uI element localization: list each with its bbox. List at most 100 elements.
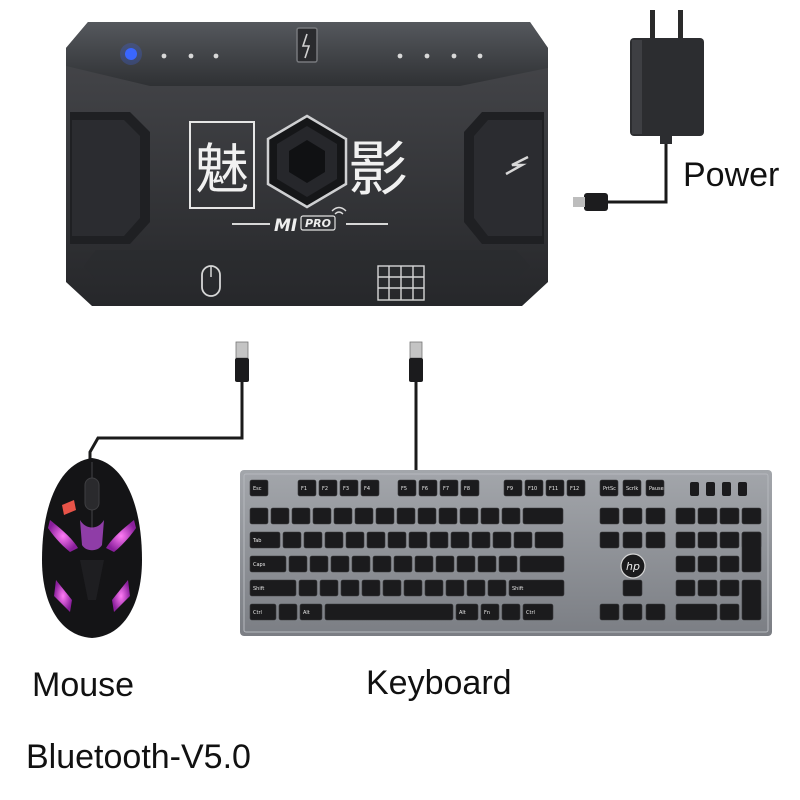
keycap <box>697 579 718 597</box>
keycap <box>249 531 281 549</box>
keycap-label: Caps <box>253 562 266 568</box>
mouse-cable <box>88 341 249 472</box>
keycap <box>697 507 718 525</box>
keycap <box>450 531 470 549</box>
converter-device: 魅 影 MI PRO <box>66 22 548 306</box>
keycap-label: Esc <box>253 486 262 492</box>
keycap <box>372 555 392 573</box>
keycap-label: F1 <box>301 486 307 492</box>
keycap-label: Ctrl <box>253 610 262 616</box>
keycap <box>417 507 437 525</box>
keycap <box>471 531 491 549</box>
keycap <box>291 507 311 525</box>
keycap <box>675 531 696 549</box>
keycap-label: F11 <box>549 486 558 492</box>
keycap-label: Alt <box>303 610 310 616</box>
keycap <box>438 507 458 525</box>
keycap-label: Shift <box>512 586 523 592</box>
keycap <box>675 507 696 525</box>
power-label: Power <box>683 156 780 194</box>
keycap <box>719 507 740 525</box>
hp-logo: hp <box>620 553 646 579</box>
keycap <box>622 479 642 497</box>
keycap <box>545 479 565 497</box>
keycap <box>288 555 308 573</box>
char-left: 魅 <box>195 138 249 201</box>
keycap <box>503 479 523 497</box>
keycap <box>719 579 740 597</box>
char-right: 影 <box>348 135 408 205</box>
keycap-label: Fn <box>484 610 490 616</box>
keycap <box>319 579 339 597</box>
keycap <box>719 531 740 549</box>
keycap-label: F3 <box>343 486 349 492</box>
keycap <box>622 603 643 621</box>
keycap <box>508 579 565 597</box>
keycap <box>298 579 318 597</box>
mouse-label: Mouse <box>32 666 135 704</box>
keycap <box>439 479 459 497</box>
keycap <box>393 555 413 573</box>
keycap <box>741 579 762 621</box>
status-led <box>125 48 137 60</box>
keycap <box>324 603 454 621</box>
mode-switch <box>296 27 318 63</box>
keycap <box>498 555 518 573</box>
keycap <box>354 507 374 525</box>
keycap <box>645 507 666 525</box>
keycap-label: F10 <box>528 486 537 492</box>
keycap-label: F9 <box>507 486 513 492</box>
keycap <box>741 507 762 525</box>
keycap <box>460 479 480 497</box>
keycap <box>282 531 302 549</box>
brand-text: MI <box>274 216 297 236</box>
keycap <box>599 603 620 621</box>
keycap <box>424 579 444 597</box>
keycap <box>397 479 417 497</box>
keycap <box>366 531 386 549</box>
keycap-label: Tab <box>252 538 261 544</box>
keycap <box>622 531 643 549</box>
keycap <box>455 603 479 621</box>
keycap <box>719 555 740 573</box>
keycap-label: Pause <box>649 486 664 492</box>
keycap <box>270 507 290 525</box>
keycap <box>418 479 438 497</box>
keycap <box>312 507 332 525</box>
keycap <box>297 479 317 497</box>
keycap-label: F5 <box>401 486 407 492</box>
power-adapter-icon <box>573 10 704 211</box>
keycap <box>519 555 565 573</box>
keycap <box>249 555 287 573</box>
keycap <box>513 531 533 549</box>
keycap <box>622 507 643 525</box>
keycap <box>249 507 269 525</box>
logo-stamp-left <box>189 121 255 209</box>
keycap-label: F7 <box>443 486 449 492</box>
keycap <box>697 531 718 549</box>
keycap <box>375 507 395 525</box>
keycap <box>645 531 666 549</box>
keycap <box>445 579 465 597</box>
keycap <box>340 579 360 597</box>
keycap <box>675 603 718 621</box>
keycap <box>387 531 407 549</box>
keycap <box>675 579 696 597</box>
keycap-label: Shift <box>253 586 264 592</box>
keycap <box>330 555 350 573</box>
keycap <box>299 603 323 621</box>
keycap <box>303 531 323 549</box>
hex-button <box>266 114 348 209</box>
keycap <box>480 507 500 525</box>
keycap <box>622 579 643 597</box>
keycap <box>459 507 479 525</box>
keycap <box>309 555 329 573</box>
keycap-label: Scrlk <box>626 486 638 492</box>
keycap <box>278 603 298 621</box>
wifi-icon <box>331 206 347 215</box>
keycap <box>345 531 365 549</box>
keycap-label: Ctrl <box>526 610 535 616</box>
bluetooth-label: Bluetooth-V5.0 <box>26 738 251 776</box>
keycap <box>645 479 665 497</box>
